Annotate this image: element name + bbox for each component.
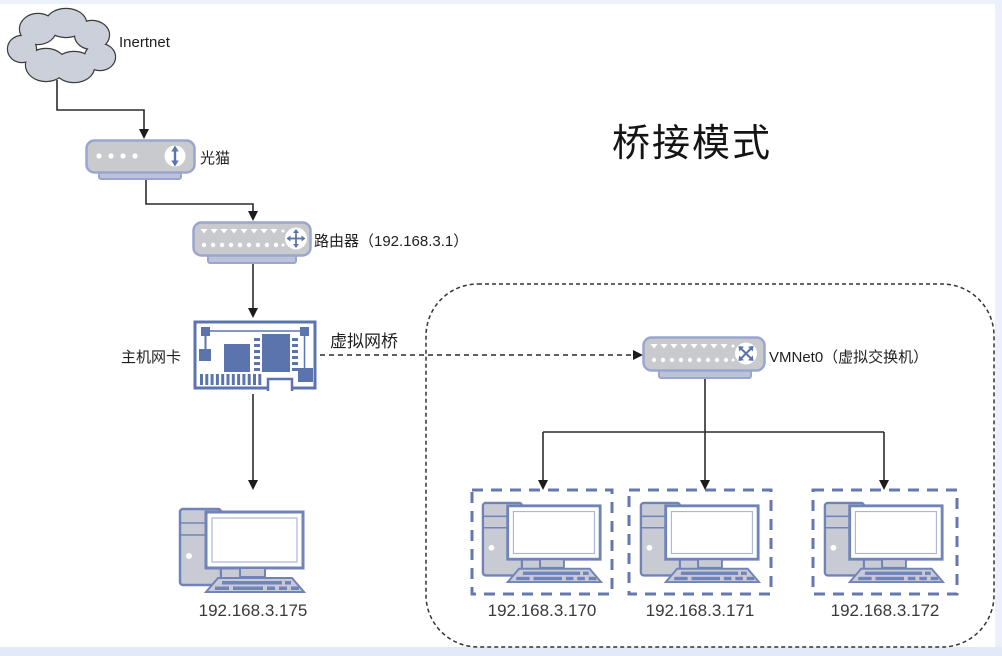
modem-label: 光猫 (200, 150, 231, 167)
arrow-into-vm1 (538, 480, 548, 490)
connector-modem-router (145, 180, 254, 212)
vm1-ip-label: 192.168.3.170 (487, 601, 597, 620)
vswitch-icon (642, 336, 766, 379)
arrow-into-router (248, 211, 258, 221)
vm2-pc-icon (639, 501, 761, 584)
vm3-dashed-box (811, 488, 959, 596)
bridge-label: 虚拟网桥 (330, 332, 398, 351)
vm2-dashed-box (627, 488, 773, 596)
arrow-into-vm3 (879, 480, 889, 490)
vmnet-group-container (425, 283, 995, 648)
modem-transfer-icon (164, 145, 186, 167)
vswitch-ports (650, 344, 735, 363)
window-edge-bottom (0, 647, 1002, 656)
arrow-into-nic (248, 308, 258, 318)
vm3-ip-label: 192.168.3.172 (830, 601, 940, 620)
arrow-into-switch (633, 350, 643, 360)
window-edge-right (995, 0, 1002, 656)
vswitch-crossover-icon (735, 342, 757, 365)
router-routing-icon (285, 227, 307, 250)
nic-traces (204, 330, 306, 368)
connector-internet-modem (56, 80, 145, 130)
nic-label: 主机网卡 (121, 349, 182, 366)
internet-cloud-icon (6, 7, 117, 84)
arrow-into-hostpc (248, 480, 258, 490)
vm2-ip-label: 192.168.3.171 (645, 601, 755, 620)
vm3-pc-icon (823, 501, 945, 584)
host-nic-icon (193, 320, 317, 392)
host-pc-ip-label: 192.168.3.175 (198, 601, 308, 620)
router-ports (200, 229, 285, 248)
router-label: 路由器（192.168.3.1） (314, 233, 469, 250)
arrow-into-modem (139, 129, 149, 139)
arrow-into-vm2 (700, 480, 710, 490)
modem-leds (96, 153, 138, 159)
host-pc-icon (178, 507, 306, 594)
diagram-title: 桥接模式 (611, 123, 772, 165)
vm1-dashed-box (470, 488, 614, 596)
window-edge-top (0, 0, 1002, 4)
router-icon (192, 221, 312, 264)
vm1-pc-icon (481, 501, 603, 584)
arrowheads (139, 129, 889, 490)
vswitch-label: VMNet0（虚拟交换机） (769, 349, 929, 366)
modem-icon (85, 139, 196, 180)
internet-label: Inertnet (119, 34, 170, 51)
nic-components (199, 327, 313, 385)
